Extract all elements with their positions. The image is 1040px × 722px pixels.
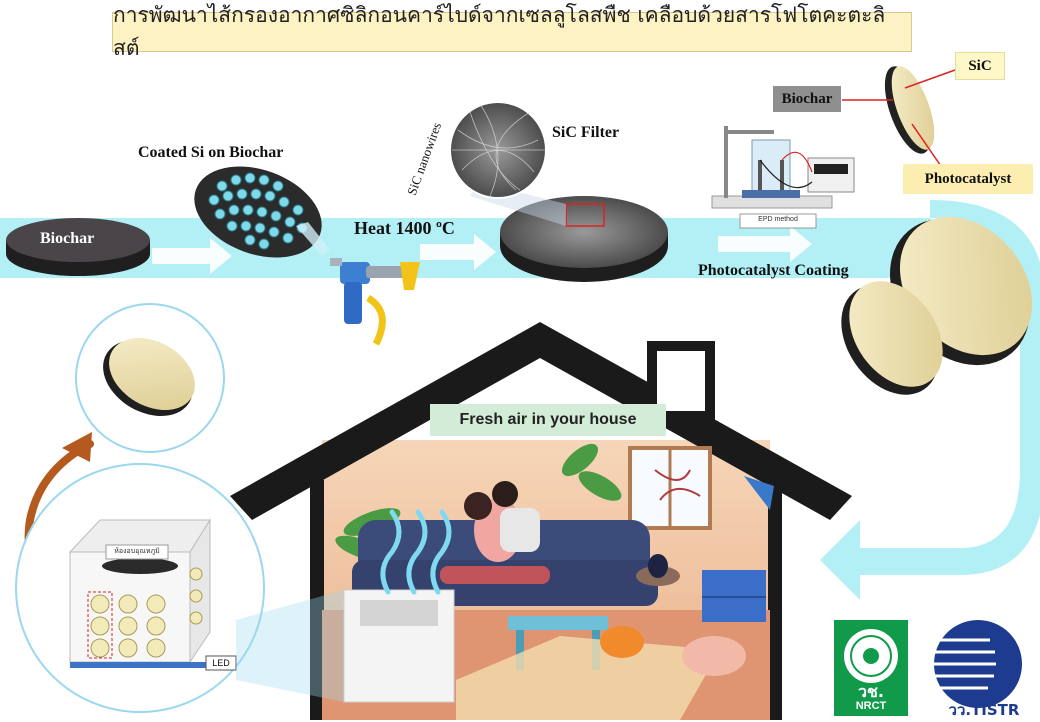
sic-nanowire-zoom <box>449 101 547 199</box>
fresh-air-label: Fresh air in your house <box>430 404 666 436</box>
biochar-disc <box>6 218 150 276</box>
coated-si-disc <box>194 166 322 258</box>
biochar-tag: Biochar <box>773 86 841 112</box>
led-label: LED <box>212 658 230 668</box>
band-arrows <box>152 226 812 274</box>
zoom-beam <box>236 590 344 702</box>
sic-filter-label: SiC Filter <box>552 124 620 141</box>
heat-label: Heat 1400 ºC <box>354 218 455 238</box>
photocatalyst-tag: Photocatalyst <box>903 164 1033 194</box>
sic-tag: SiC <box>955 52 1005 80</box>
coated-si-label: Coated Si on Biochar <box>138 144 284 161</box>
nrct-logo <box>834 620 908 716</box>
house <box>230 322 852 720</box>
small-photocatalyst-disc <box>842 66 956 173</box>
chamber-circle <box>15 463 265 713</box>
photocatalyst-discs-large <box>841 216 1033 395</box>
tistr-logo <box>914 620 1022 708</box>
spray-gun <box>296 222 420 346</box>
tistr-logo-text: วว.TISTR <box>948 701 1020 719</box>
epd-method-label: EPD method <box>758 216 798 223</box>
photocatalyst-coating-label: Photocatalyst Coating <box>698 262 849 279</box>
diagram-title: การพัฒนาไส้กรองอากาศซิลิกอนคาร์ไบด์จากเซ… <box>112 3 912 60</box>
epd-apparatus <box>711 126 855 229</box>
biochar-disc-label: Biochar <box>40 230 95 247</box>
nrct-logo-subtext: NRCT <box>855 700 887 712</box>
sic-filter-disc <box>470 182 668 282</box>
chamber-label: ห้องอบอุณหภูมิ <box>114 547 160 555</box>
nrct-logo-text: วช. <box>858 682 884 701</box>
zoom-disc-circle <box>75 303 225 453</box>
